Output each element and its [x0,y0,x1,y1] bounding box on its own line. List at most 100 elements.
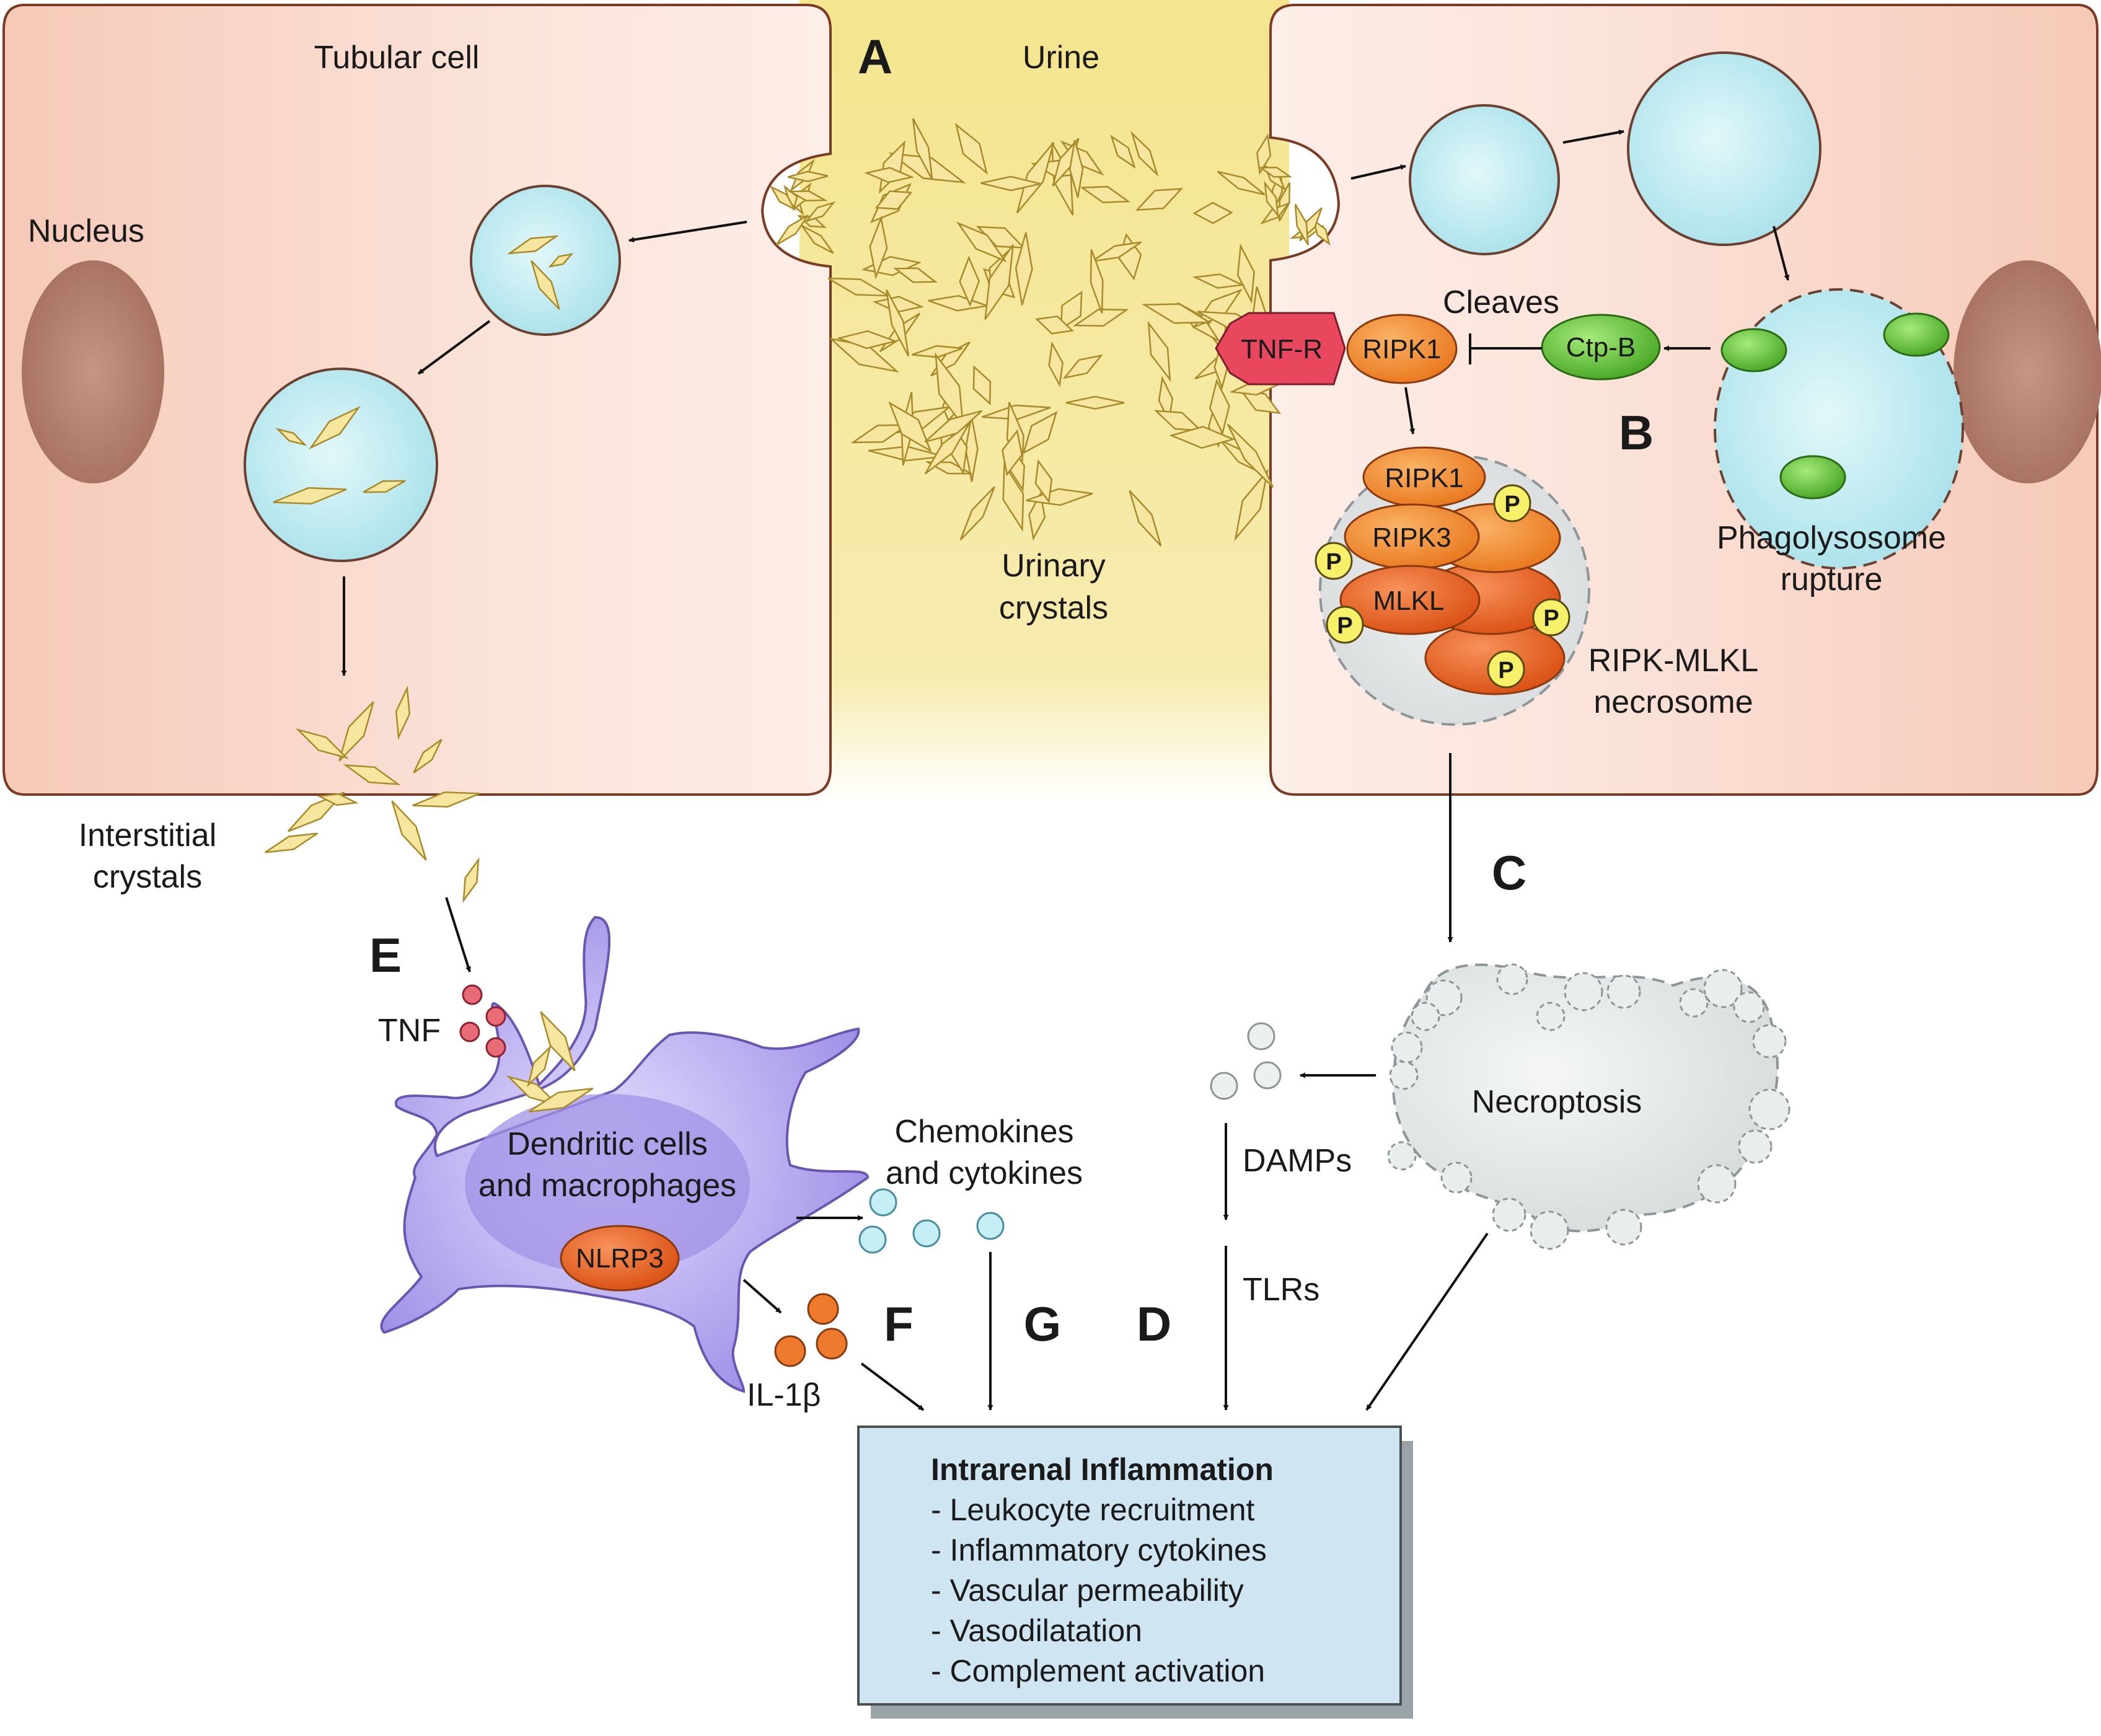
nlrp3-inflammasome [560,1225,680,1292]
tnf-label: TNF [378,1013,441,1049]
crystal [531,260,560,310]
mlkl-necrosome [1339,565,1481,635]
crystal [959,486,995,540]
tnfr-label: TNF-R [1241,334,1323,364]
urine-lumen [799,0,1289,800]
cleaves-label: Cleaves [1443,284,1559,320]
crystal [1192,201,1233,224]
interstitial-crystals-cluster [265,685,480,904]
summary-item: - Inflammatory cytokines [931,1533,1267,1567]
ctpb-granule [1883,312,1950,357]
urinary-crystals-cluster [769,118,1331,547]
urinary-crystals-label: crystals [999,590,1108,626]
bleb [1440,1161,1473,1194]
crystal [343,764,401,785]
crystal [1236,243,1255,304]
phagolysosome-rupture-label: rupture [1781,562,1883,597]
tlrs-label: TLRs [1243,1272,1319,1308]
crystal [462,857,480,904]
panel-label-c: C [1492,845,1526,900]
crystal [1192,273,1245,289]
urinary-crystals-label: Urinary [1002,548,1106,584]
crystal [984,244,1014,320]
crystal [548,253,574,268]
crystal [1217,170,1266,196]
crystal [925,461,974,475]
crystal [964,416,979,482]
macrophage-nucleus [465,1094,750,1274]
svg-text:P: P [1498,658,1513,684]
nucleus-right [1953,260,2101,483]
crystal [869,215,888,280]
crystal [775,214,809,246]
arrow-uptake-left [628,221,747,243]
crystal [391,800,427,861]
phospho-group: P [1315,542,1353,580]
arrow-crystals-to-macrophage [445,897,471,972]
crystal [412,791,480,808]
crystal [1129,490,1162,547]
bleb [1697,1164,1737,1204]
svg-text:P: P [1543,606,1559,632]
crystal [1022,411,1058,455]
ctpb-label: Ctp-B [1566,332,1636,363]
bleb [1605,1209,1642,1246]
panel-label-f: F [884,1297,914,1351]
phospho-group: P [1493,484,1531,522]
crystal [893,267,938,283]
tnf-receptor [1215,312,1346,386]
svg-text:P: P [1337,613,1352,639]
crystal [886,289,910,357]
phospho-group: P [1326,606,1364,644]
crystal [1234,468,1269,542]
arrow-vesicle-maturation-right [1562,130,1624,144]
crystal [1026,488,1093,506]
bleb [1425,979,1463,1016]
dendritic-cells-label: and macrophages [478,1168,736,1204]
crystal [338,701,374,762]
crystal [1035,315,1074,335]
necroptosis-blebs [1387,963,1790,1250]
ripk1-membrane [1346,314,1458,384]
crystal [1192,288,1243,328]
phagolysosome-rupture-label: Phagolysosome [1717,520,1946,556]
crystal [924,410,983,443]
bleb [1606,974,1641,1009]
il1b-label: IL-1β [747,1377,821,1413]
crystal [912,118,933,180]
phospho-group: P [1487,650,1525,689]
summary-box [857,1425,1402,1706]
crystal [1001,429,1023,477]
il1b-particles [774,1293,848,1367]
endosome-right-1 [1409,104,1560,255]
crystal [836,330,898,350]
ctpb-granule [1720,328,1787,372]
crystal [1065,395,1125,410]
nucleus-left [22,260,164,483]
crystal [850,424,910,444]
arrows [341,130,1790,1411]
crystal [982,404,1051,420]
ripk1-membrane-label: RIPK1 [1362,334,1441,364]
summary-item: - Complement activation [931,1654,1265,1688]
crystal [1130,131,1159,177]
dendritic-cells-label: Dendritic cells [507,1126,708,1162]
crystal [1256,133,1272,175]
crystal [980,175,1041,192]
panel-label-a: A [858,29,892,84]
bleb [1679,988,1709,1018]
chemokine-particles [858,1188,1005,1254]
crystal [1072,309,1129,327]
crystal [273,487,347,505]
crystal [1227,423,1274,488]
bleb [1738,1129,1773,1164]
crystal [317,793,359,806]
crystal [1028,491,1046,541]
crystal [972,365,992,405]
crystal [395,685,411,741]
crystal [1110,134,1136,169]
crystal [540,1011,576,1072]
crystal [888,401,932,453]
bleb [1703,969,1743,1008]
